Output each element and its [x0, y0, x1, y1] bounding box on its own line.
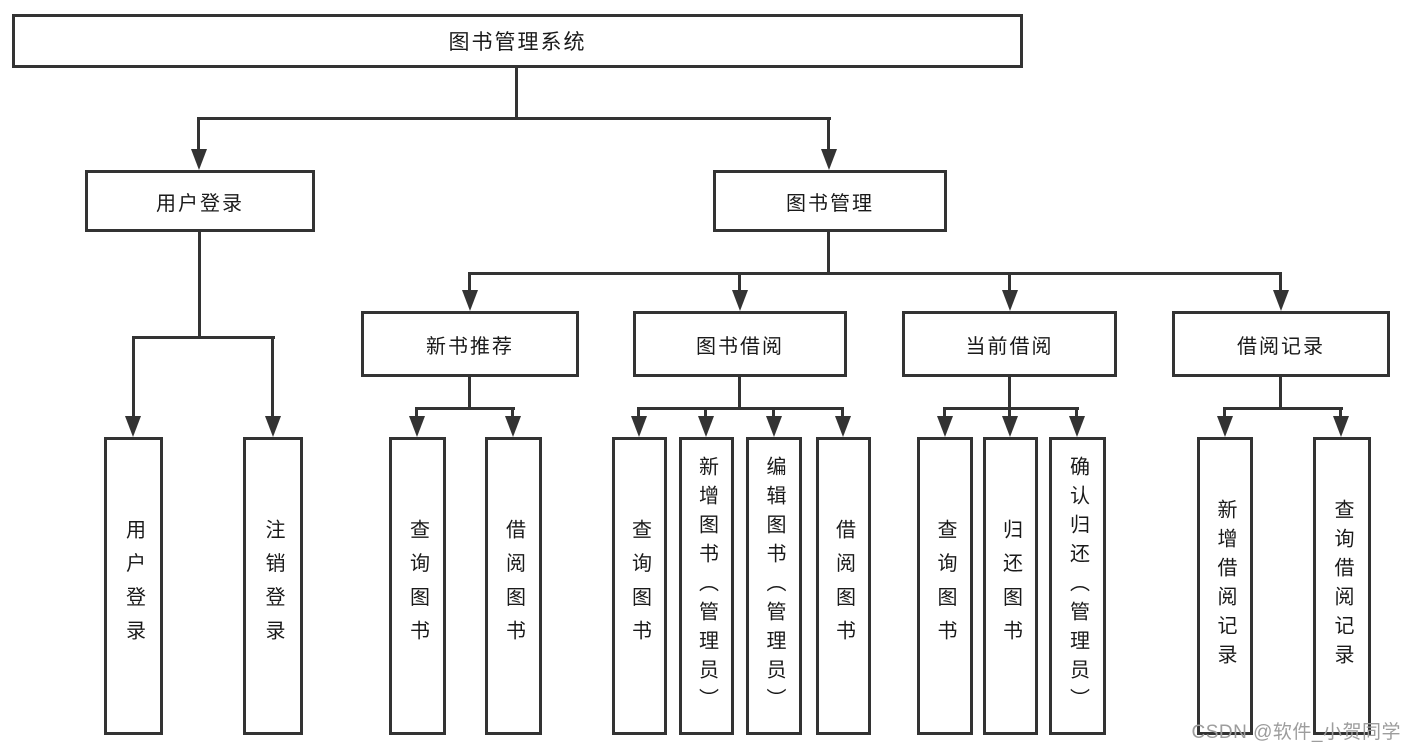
node-book-borrow-label: 图书借阅 — [696, 335, 784, 358]
connector-line — [468, 375, 471, 409]
leaf-user-login-label: 用户登录 — [122, 518, 145, 654]
node-borrow-records-label: 借阅记录 — [1237, 335, 1325, 358]
node-new-book-recommend-label: 新书推荐 — [426, 335, 514, 358]
leaf-add-books-admin: 新增图书（管理员） — [679, 437, 734, 735]
watermark: CSDN @软件_小贺同学 — [1191, 722, 1401, 743]
node-borrow-records: 借阅记录 — [1172, 311, 1390, 377]
leaf-return-books-label: 归还图书 — [999, 518, 1022, 654]
connector-line — [197, 117, 831, 120]
connector-line — [511, 407, 514, 418]
connector-line — [271, 336, 274, 417]
node-current-borrow-label: 当前借阅 — [965, 335, 1054, 358]
connector-line — [1223, 407, 1226, 418]
leaf-query-borrow-record: 查询借阅记录 — [1313, 437, 1371, 735]
connector-line — [1008, 272, 1011, 293]
node-book-management-label: 图书管理 — [786, 192, 874, 215]
leaf-confirm-return-admin-label: 确认归还（管理员） — [1066, 455, 1089, 717]
arrow-down-icon — [1273, 290, 1289, 311]
node-current-borrow: 当前借阅 — [902, 311, 1117, 377]
leaf-query-books-recommend-label: 查询图书 — [406, 518, 429, 654]
arrow-down-icon — [409, 416, 425, 437]
connector-line — [637, 407, 640, 418]
connector-line — [1008, 407, 1011, 418]
connector-line — [943, 407, 946, 418]
connector-line — [1223, 407, 1343, 410]
leaf-borrow-books-label: 借阅图书 — [832, 518, 855, 654]
connector-line — [197, 117, 200, 151]
arrow-down-icon — [631, 416, 647, 437]
arrow-down-icon — [937, 416, 953, 437]
connector-line — [132, 336, 135, 417]
node-new-book-recommend: 新书推荐 — [361, 311, 579, 377]
arrow-down-icon — [1002, 290, 1018, 311]
leaf-add-borrow-record-label: 新增借阅记录 — [1214, 499, 1236, 673]
connector-line — [415, 407, 515, 410]
arrow-down-icon — [1069, 416, 1085, 437]
connector-line — [637, 407, 844, 410]
connector-line — [827, 117, 830, 151]
leaf-add-books-admin-label: 新增图书（管理员） — [695, 455, 718, 717]
connector-line — [1279, 272, 1282, 293]
arrow-down-icon — [265, 416, 281, 437]
node-root-label: 图书管理系统 — [448, 31, 587, 54]
node-root: 图书管理系统 — [12, 14, 1023, 68]
connector-line — [1075, 407, 1078, 418]
connector-line — [738, 272, 741, 293]
arrow-down-icon — [191, 149, 207, 170]
leaf-logout-login: 注销登录 — [243, 437, 303, 735]
node-book-borrow: 图书借阅 — [633, 311, 847, 377]
leaf-query-books-current: 查询图书 — [917, 437, 973, 735]
connector-line — [468, 272, 1282, 275]
arrow-down-icon — [766, 416, 782, 437]
arrow-down-icon — [1333, 416, 1349, 437]
leaf-query-books-recommend: 查询图书 — [389, 437, 446, 735]
connector-line — [704, 407, 707, 418]
connector-line — [827, 230, 830, 275]
arrow-down-icon — [125, 416, 141, 437]
leaf-logout-login-label: 注销登录 — [262, 518, 284, 654]
leaf-query-books-current-label: 查询图书 — [934, 518, 956, 654]
leaf-borrow-books-recommend-label: 借阅图书 — [502, 518, 525, 654]
leaf-add-borrow-record: 新增借阅记录 — [1197, 437, 1253, 735]
leaf-borrow-books: 借阅图书 — [816, 437, 871, 735]
leaf-query-books-borrow-label: 查询图书 — [628, 518, 651, 654]
connector-line — [1339, 407, 1342, 418]
connector-line — [468, 272, 471, 293]
arrow-down-icon — [505, 416, 521, 437]
leaf-edit-books-admin-label: 编辑图书（管理员） — [763, 455, 785, 717]
connector-line — [132, 336, 275, 339]
connector-line — [198, 230, 201, 338]
connector-line — [1279, 375, 1282, 409]
node-user-login-label: 用户登录 — [156, 192, 244, 215]
arrow-down-icon — [462, 290, 478, 311]
leaf-confirm-return-admin: 确认归还（管理员） — [1049, 437, 1106, 735]
leaf-user-login: 用户登录 — [104, 437, 163, 735]
node-user-login: 用户登录 — [85, 170, 315, 232]
arrow-down-icon — [732, 290, 748, 311]
arrow-down-icon — [821, 149, 837, 170]
leaf-query-books-borrow: 查询图书 — [612, 437, 667, 735]
connector-line — [841, 407, 844, 418]
arrow-down-icon — [835, 416, 851, 437]
arrow-down-icon — [1217, 416, 1233, 437]
connector-line — [772, 407, 775, 418]
node-book-management: 图书管理 — [713, 170, 947, 232]
leaf-query-borrow-record-label: 查询借阅记录 — [1331, 499, 1353, 673]
leaf-edit-books-admin: 编辑图书（管理员） — [746, 437, 802, 735]
arrow-down-icon — [698, 416, 714, 437]
connector-line — [943, 407, 1079, 410]
connector-line — [738, 375, 741, 409]
leaf-borrow-books-recommend: 借阅图书 — [485, 437, 542, 735]
connector-line — [1008, 375, 1011, 409]
connector-line — [415, 407, 418, 418]
connector-line — [515, 66, 518, 119]
arrow-down-icon — [1002, 416, 1018, 437]
leaf-return-books: 归还图书 — [983, 437, 1038, 735]
